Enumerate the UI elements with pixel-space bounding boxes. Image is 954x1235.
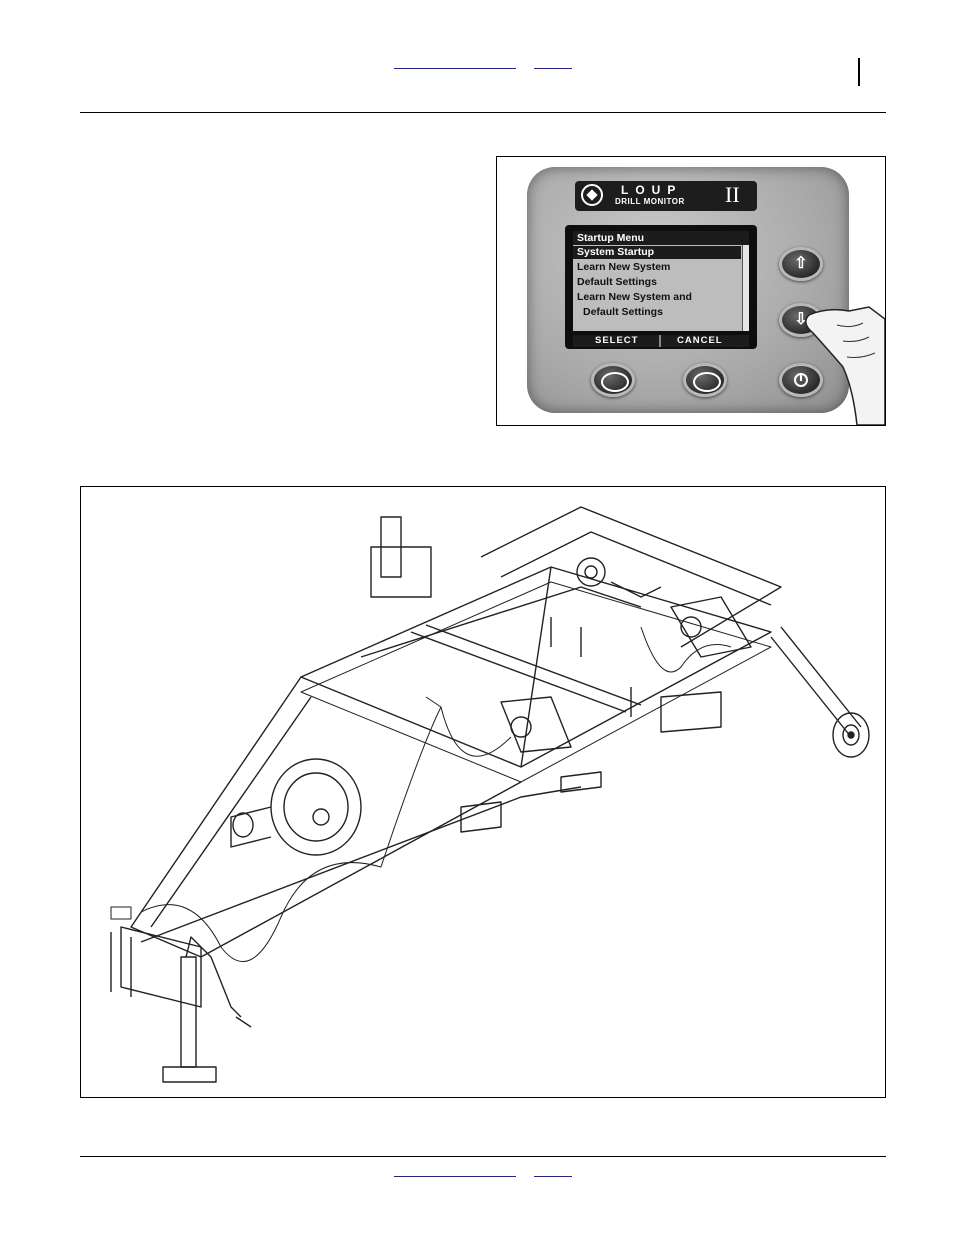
header-rule: [80, 112, 886, 113]
footer-rule: [80, 1156, 886, 1157]
header-marker-bar: [858, 58, 860, 86]
header-link-1[interactable]: [394, 68, 516, 69]
monitor-figure: LOUP DRILL MONITOR II Startup Menu Syste…: [496, 156, 886, 426]
trailer-figure: [80, 486, 886, 1098]
drill-trailer-frame-illustration: [81, 487, 885, 1097]
header-link-2[interactable]: [534, 68, 572, 69]
pressing-hand-illustration: [497, 157, 885, 425]
footer-link-1[interactable]: [394, 1176, 516, 1177]
footer-link-2[interactable]: [534, 1176, 572, 1177]
